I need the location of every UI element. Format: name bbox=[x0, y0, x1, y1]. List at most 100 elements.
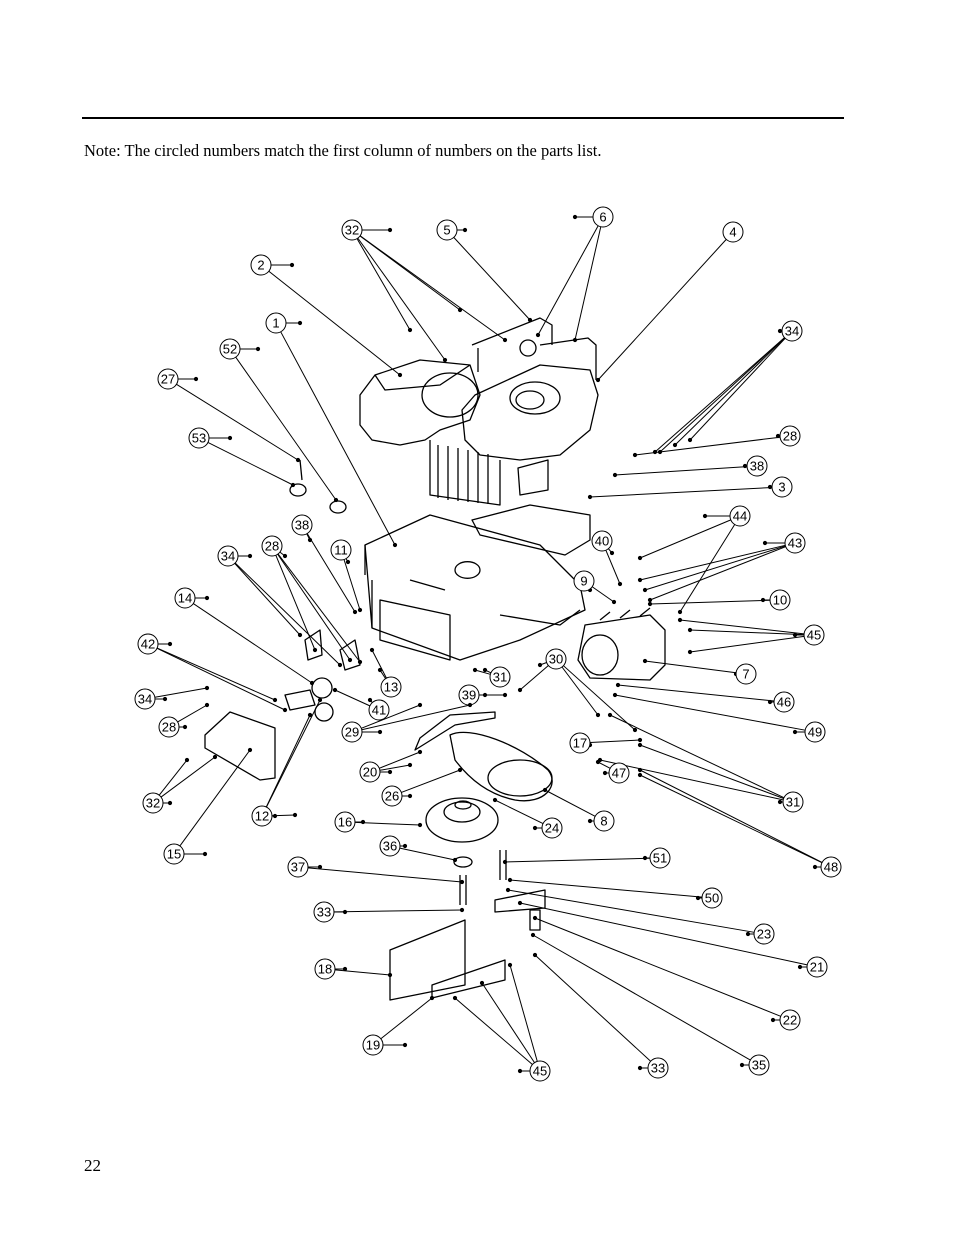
callout-40: 40 bbox=[591, 530, 623, 587]
leader-arrow bbox=[193, 376, 199, 382]
callout-circle bbox=[779, 425, 801, 447]
leader-arrow bbox=[472, 667, 478, 673]
leader-line bbox=[266, 699, 321, 808]
leader-arrow bbox=[255, 346, 261, 352]
leader-arrow bbox=[407, 793, 413, 799]
leader-line bbox=[277, 553, 361, 663]
leader-arrow bbox=[162, 696, 168, 702]
leader-line bbox=[156, 647, 276, 701]
leader-line bbox=[334, 689, 371, 707]
leader-arrow bbox=[517, 1068, 523, 1074]
leader-arrow bbox=[387, 972, 393, 978]
leader-line bbox=[380, 997, 433, 1040]
leader-arrow bbox=[417, 822, 423, 828]
leader-line bbox=[343, 559, 361, 611]
leader-arrow bbox=[459, 907, 465, 913]
leader-line bbox=[176, 383, 299, 461]
callout-circle bbox=[134, 688, 156, 710]
callout-number: 8 bbox=[600, 814, 607, 829]
leader-line bbox=[679, 619, 805, 635]
callout-circle bbox=[729, 505, 751, 527]
callout-number: 13 bbox=[384, 680, 398, 695]
leader-arrow bbox=[407, 327, 413, 333]
callout-circle bbox=[773, 691, 795, 713]
callout-7: 7 bbox=[642, 658, 757, 685]
hydraulic-pump bbox=[577, 607, 666, 681]
leader-arrow bbox=[739, 1062, 745, 1068]
callout-number: 6 bbox=[599, 210, 606, 225]
leader-arrow bbox=[677, 609, 683, 615]
leader-arrow bbox=[537, 662, 543, 668]
callout-50: 50 bbox=[507, 877, 723, 909]
leader-arrow bbox=[502, 692, 508, 698]
callout-number: 39 bbox=[462, 688, 476, 703]
leader-arrow bbox=[542, 787, 548, 793]
callout-number: 42 bbox=[141, 637, 155, 652]
leader-arrow bbox=[612, 692, 618, 698]
leader-line bbox=[154, 687, 208, 698]
leader-arrow bbox=[212, 754, 218, 760]
leader-arrow bbox=[290, 482, 296, 488]
leader-arrow bbox=[595, 377, 601, 383]
callout-circle bbox=[746, 455, 768, 477]
leader-arrow bbox=[352, 609, 358, 615]
callout-circle bbox=[771, 476, 793, 498]
callout-circle bbox=[769, 589, 791, 611]
callout-30: 30 bbox=[517, 648, 638, 733]
leader-arrow bbox=[387, 227, 393, 233]
callout-circle bbox=[381, 785, 403, 807]
callout-circle bbox=[334, 811, 356, 833]
callout-number: 38 bbox=[750, 459, 764, 474]
leader-arrow bbox=[637, 555, 643, 561]
callout-19: 19 bbox=[362, 995, 435, 1056]
leader-line bbox=[280, 331, 396, 546]
callout-number: 40 bbox=[595, 534, 609, 549]
callout-circle bbox=[261, 535, 283, 557]
leader-arrow bbox=[227, 435, 233, 441]
callout-number: 44 bbox=[733, 509, 747, 524]
callout-circle bbox=[541, 817, 563, 839]
leader-line bbox=[277, 553, 351, 661]
callout-circle bbox=[158, 716, 180, 738]
callout-43: 43 bbox=[637, 532, 806, 603]
leader-arrow bbox=[632, 727, 638, 733]
leader-arrow bbox=[462, 227, 468, 233]
callout-circle bbox=[368, 699, 390, 721]
callout-number: 52 bbox=[223, 342, 237, 357]
callout-circle bbox=[569, 732, 591, 754]
leader-arrow bbox=[297, 632, 303, 638]
callout-number: 7 bbox=[742, 667, 749, 682]
callout-circle bbox=[287, 856, 309, 878]
callout-circle bbox=[803, 624, 825, 646]
callout-circle bbox=[545, 648, 567, 670]
leader-arrow bbox=[452, 995, 458, 1001]
callout-number: 47 bbox=[612, 766, 626, 781]
leader-line bbox=[401, 769, 461, 793]
leader-line bbox=[265, 714, 311, 808]
leader-line bbox=[561, 666, 599, 716]
leader-arrow bbox=[184, 757, 190, 763]
callout-32: 32 bbox=[341, 219, 508, 363]
callout-circle bbox=[592, 206, 614, 228]
callout-13: 13 bbox=[369, 647, 402, 698]
washer bbox=[453, 856, 473, 868]
leader-arrow bbox=[632, 452, 638, 458]
leader-arrow bbox=[457, 767, 463, 773]
leader-arrow bbox=[535, 332, 541, 338]
leader-arrow bbox=[247, 553, 253, 559]
callout-number: 49 bbox=[808, 725, 822, 740]
header-rule bbox=[82, 117, 844, 119]
callout-35: 35 bbox=[530, 932, 770, 1076]
callout-circle bbox=[593, 810, 615, 832]
leader-arrow bbox=[647, 601, 653, 607]
callout-15: 15 bbox=[163, 747, 253, 865]
callout-circle bbox=[330, 539, 352, 561]
leader-arrow bbox=[467, 702, 473, 708]
leader-arrow bbox=[777, 328, 783, 334]
leader-arrow bbox=[292, 812, 298, 818]
callout-circle bbox=[380, 676, 402, 698]
callout-number: 29 bbox=[345, 725, 359, 740]
leader-line bbox=[453, 237, 531, 321]
callout-circle bbox=[779, 1009, 801, 1031]
callout-9: 9 bbox=[573, 570, 617, 605]
